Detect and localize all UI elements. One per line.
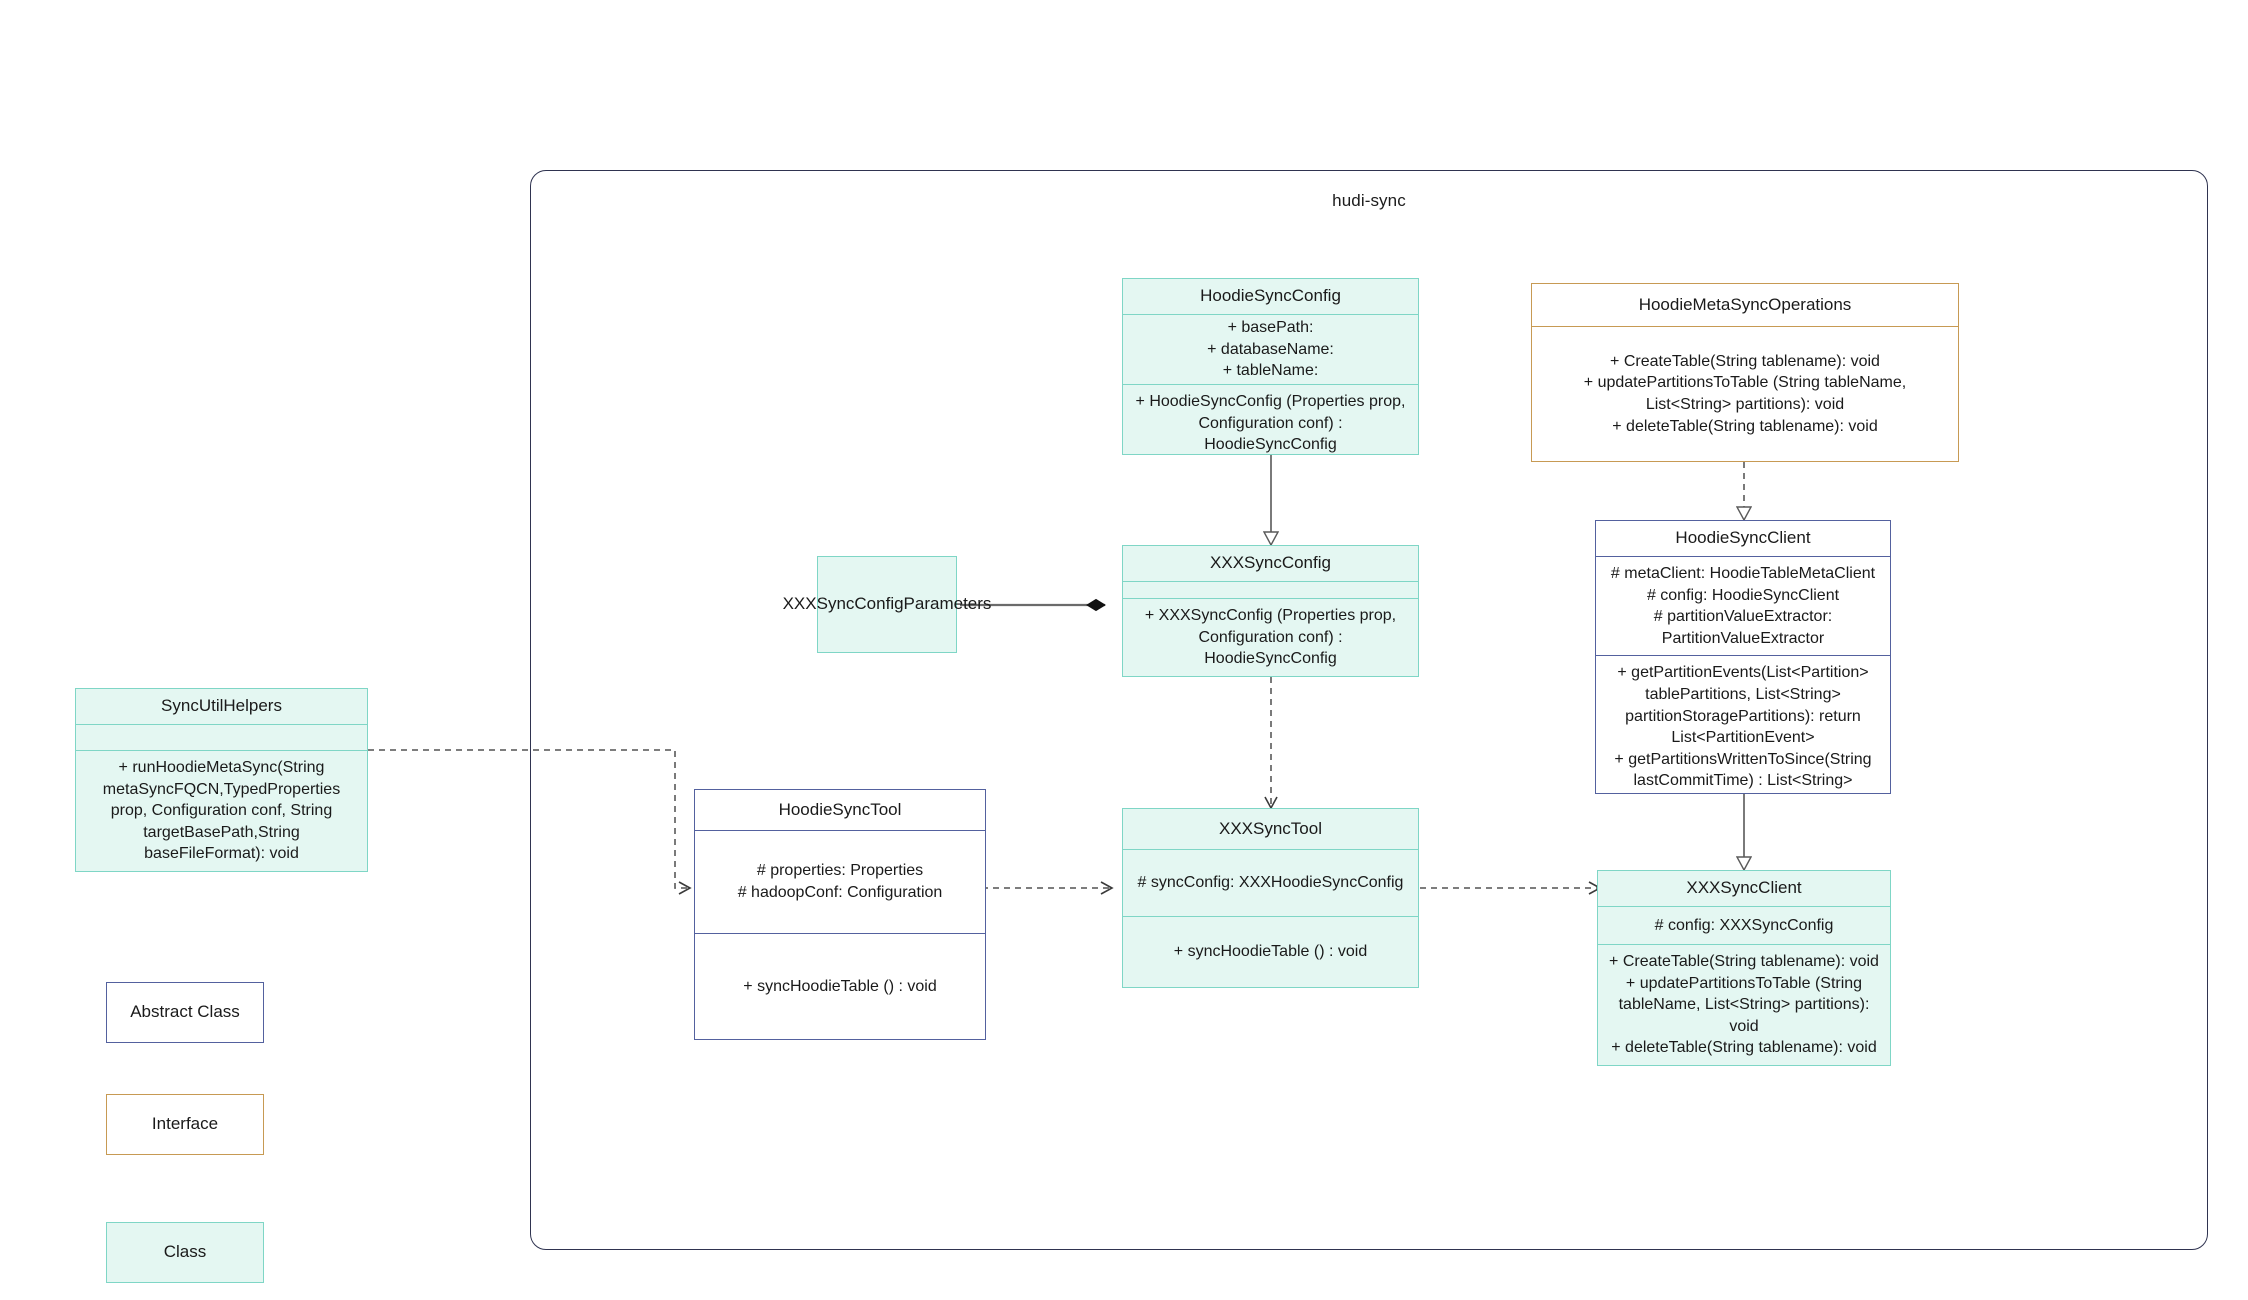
package-hudi-sync: hudi-sync bbox=[530, 170, 2208, 1250]
class-attributes-hoodie-sync-client: # metaClient: HoodieTableMetaClient # co… bbox=[1596, 555, 1890, 655]
class-attributes-hoodie-sync-config: + basePath: + databaseName: + tableName: bbox=[1123, 313, 1418, 384]
class-box-hoodie-sync-tool[interactable]: HoodieSyncTool # properties: Properties … bbox=[694, 789, 986, 1040]
package-title: hudi-sync bbox=[1332, 191, 1406, 210]
class-methods-xxx-sync-tool: + syncHoodieTable () : void bbox=[1123, 916, 1418, 987]
legend-class: Class bbox=[106, 1222, 264, 1283]
class-attributes-xxx-sync-config bbox=[1123, 580, 1418, 598]
class-box-xxx-sync-config-parameters[interactable]: XXXSyncConfigParameters bbox=[782, 556, 992, 653]
legend-interface: Interface bbox=[106, 1094, 264, 1155]
class-name-xxx-sync-config: XXXSyncConfig bbox=[1210, 553, 1331, 572]
class-methods-hoodie-sync-client: + getPartitionEvents(List<Partition> tab… bbox=[1596, 655, 1890, 798]
class-name-hoodie-sync-client: HoodieSyncClient bbox=[1675, 528, 1811, 547]
class-name-xxx-sync-tool: XXXSyncTool bbox=[1219, 818, 1322, 838]
class-box-hoodie-sync-client[interactable]: HoodieSyncClient # metaClient: HoodieTab… bbox=[1595, 520, 1891, 794]
class-box-xxx-sync-tool[interactable]: XXXSyncTool # syncConfig: XXXHoodieSyncC… bbox=[1122, 808, 1419, 988]
class-methods-xxx-sync-config: + XXXSyncConfig (Properties prop, Config… bbox=[1123, 598, 1418, 676]
class-box-xxx-sync-config[interactable]: XXXSyncConfig + XXXSyncConfig (Propertie… bbox=[1122, 545, 1419, 677]
class-box-hoodie-meta-sync-operations[interactable]: HoodieMetaSyncOperations + CreateTable(S… bbox=[1531, 283, 1959, 462]
class-name-hoodie-sync-tool: HoodieSyncTool bbox=[778, 799, 902, 819]
class-methods-hoodie-meta-sync-operations: + CreateTable(String tablename): void + … bbox=[1532, 326, 1958, 461]
legend-abstract-class: Abstract Class bbox=[106, 982, 264, 1043]
legend-label-interface: Interface bbox=[151, 1114, 219, 1134]
class-attributes-hoodie-sync-tool: # properties: Properties # hadoopConf: C… bbox=[695, 830, 985, 933]
class-box-sync-util-helpers[interactable]: SyncUtilHelpers + runHoodieMetaSync(Stri… bbox=[75, 688, 368, 872]
class-name-xxx-sync-client: XXXSyncClient bbox=[1686, 878, 1802, 897]
class-methods-sync-util-helpers: + runHoodieMetaSync(String metaSyncFQCN,… bbox=[76, 750, 367, 871]
legend-label-abstract-class: Abstract Class bbox=[130, 1002, 240, 1022]
class-box-xxx-sync-client[interactable]: XXXSyncClient # config: XXXSyncConfig + … bbox=[1597, 870, 1891, 1066]
class-name-sync-util-helpers: SyncUtilHelpers bbox=[161, 696, 282, 715]
class-box-hoodie-sync-config[interactable]: HoodieSyncConfig + basePath: + databaseN… bbox=[1122, 278, 1419, 455]
class-attributes-sync-util-helpers bbox=[76, 723, 367, 750]
class-methods-hoodie-sync-config: + HoodieSyncConfig (Properties prop, Con… bbox=[1123, 383, 1418, 462]
class-attributes-xxx-sync-tool: # syncConfig: XXXHoodieSyncConfig bbox=[1123, 849, 1418, 916]
class-name-hoodie-meta-sync-operations: HoodieMetaSyncOperations bbox=[1638, 294, 1852, 314]
legend-label-class: Class bbox=[163, 1242, 207, 1262]
class-name-xxx-sync-config-parameters: XXXSyncConfigParameters bbox=[782, 594, 992, 614]
class-methods-hoodie-sync-tool: + syncHoodieTable () : void bbox=[695, 933, 985, 1039]
class-name-hoodie-sync-config: HoodieSyncConfig bbox=[1200, 286, 1341, 305]
class-methods-xxx-sync-client: + CreateTable(String tablename): void + … bbox=[1598, 944, 1890, 1065]
class-attributes-xxx-sync-client: # config: XXXSyncConfig bbox=[1598, 905, 1890, 944]
